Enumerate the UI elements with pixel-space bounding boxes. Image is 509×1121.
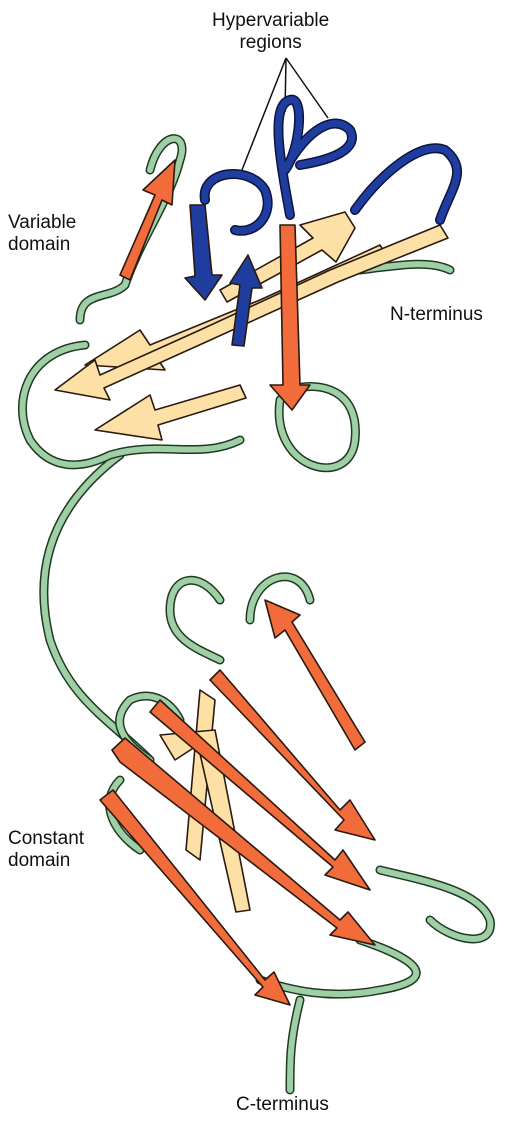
strand-blue-1 xyxy=(185,205,222,300)
c-terminus-label: C-terminus xyxy=(236,1094,329,1116)
hypervariable-label: Hypervariable regions xyxy=(212,10,329,54)
strand-constant-o1 xyxy=(265,600,365,750)
strand-variable-o1 xyxy=(120,160,175,280)
hypervariable-loops xyxy=(205,100,457,231)
hypervariable-loop-1-core xyxy=(205,174,268,231)
strand-variable-c3 xyxy=(95,385,246,440)
linker-loop-core xyxy=(44,455,150,760)
variable-domain-label: Variable domain xyxy=(8,212,76,256)
n-terminus-label: N-terminus xyxy=(390,304,483,326)
strand-constant-o2 xyxy=(210,670,375,840)
constant-domain-label: Constant domain xyxy=(8,828,84,872)
